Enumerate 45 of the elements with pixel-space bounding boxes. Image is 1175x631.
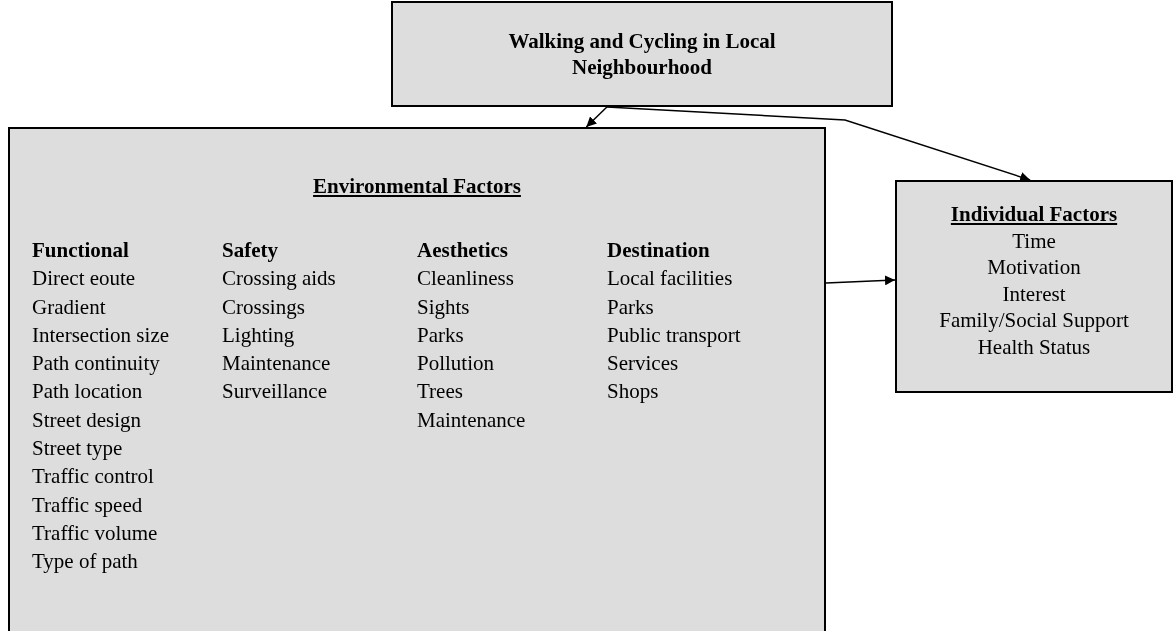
factor-item: Path continuity	[32, 350, 161, 378]
factor-item: Maintenance	[222, 350, 332, 378]
factor-item: Crossing aids	[222, 265, 336, 293]
factor-item: Traffic speed	[32, 491, 144, 519]
factor-item: Public transport	[607, 321, 741, 349]
factor-item: Path location	[32, 378, 144, 406]
factor-item: Street type	[32, 435, 124, 463]
factor-item: Motivation	[987, 254, 1081, 281]
factor-item: Cleanliness	[417, 265, 515, 293]
factor-item: Time	[1012, 227, 1056, 254]
factor-item: Parks	[417, 321, 465, 349]
category-box	[391, 1, 893, 107]
column-heading: Destination	[607, 237, 711, 264]
factor-item: Traffic control	[32, 463, 155, 491]
factor-item: Trees	[417, 378, 464, 406]
factor-item: Pollution	[417, 350, 496, 378]
factor-item: Gradient	[32, 293, 107, 321]
arrow	[585, 106, 608, 128]
factor-item: Parks	[607, 293, 655, 321]
factor-item: Intersection size	[32, 321, 170, 349]
column-heading: Functional	[32, 237, 130, 264]
factor-item: Shops	[607, 378, 660, 406]
factor-item: Family/Social Support	[939, 307, 1129, 334]
factor-item: Traffic volume	[32, 519, 159, 547]
arrow	[606, 106, 1031, 182]
factor-item: Services	[607, 350, 680, 378]
factor-item: Health Status	[977, 333, 1091, 360]
factor-item: Interest	[1002, 280, 1066, 307]
factor-item: Type of path	[32, 548, 139, 576]
arrow	[825, 275, 896, 286]
factor-item: Crossings	[222, 293, 306, 321]
factor-item: Lighting	[222, 321, 296, 349]
factor-item: Street design	[32, 406, 143, 434]
factor-item: Sights	[417, 293, 471, 321]
column-heading: Aesthetics	[417, 237, 509, 264]
box-heading: Environmental Factors	[313, 173, 521, 199]
category-panel	[8, 127, 826, 631]
category-box	[895, 180, 1173, 393]
factor-item: Local facilities	[607, 265, 734, 293]
factor-item: Maintenance	[417, 406, 526, 434]
factor-item: Direct eoute	[32, 265, 137, 293]
box-heading: Individual Factors	[950, 201, 1118, 228]
factor-item: Surveillance	[222, 378, 328, 406]
title-text: Walking and Cycling in Local Neighbourhood	[507, 28, 777, 80]
column-heading: Safety	[222, 237, 279, 264]
